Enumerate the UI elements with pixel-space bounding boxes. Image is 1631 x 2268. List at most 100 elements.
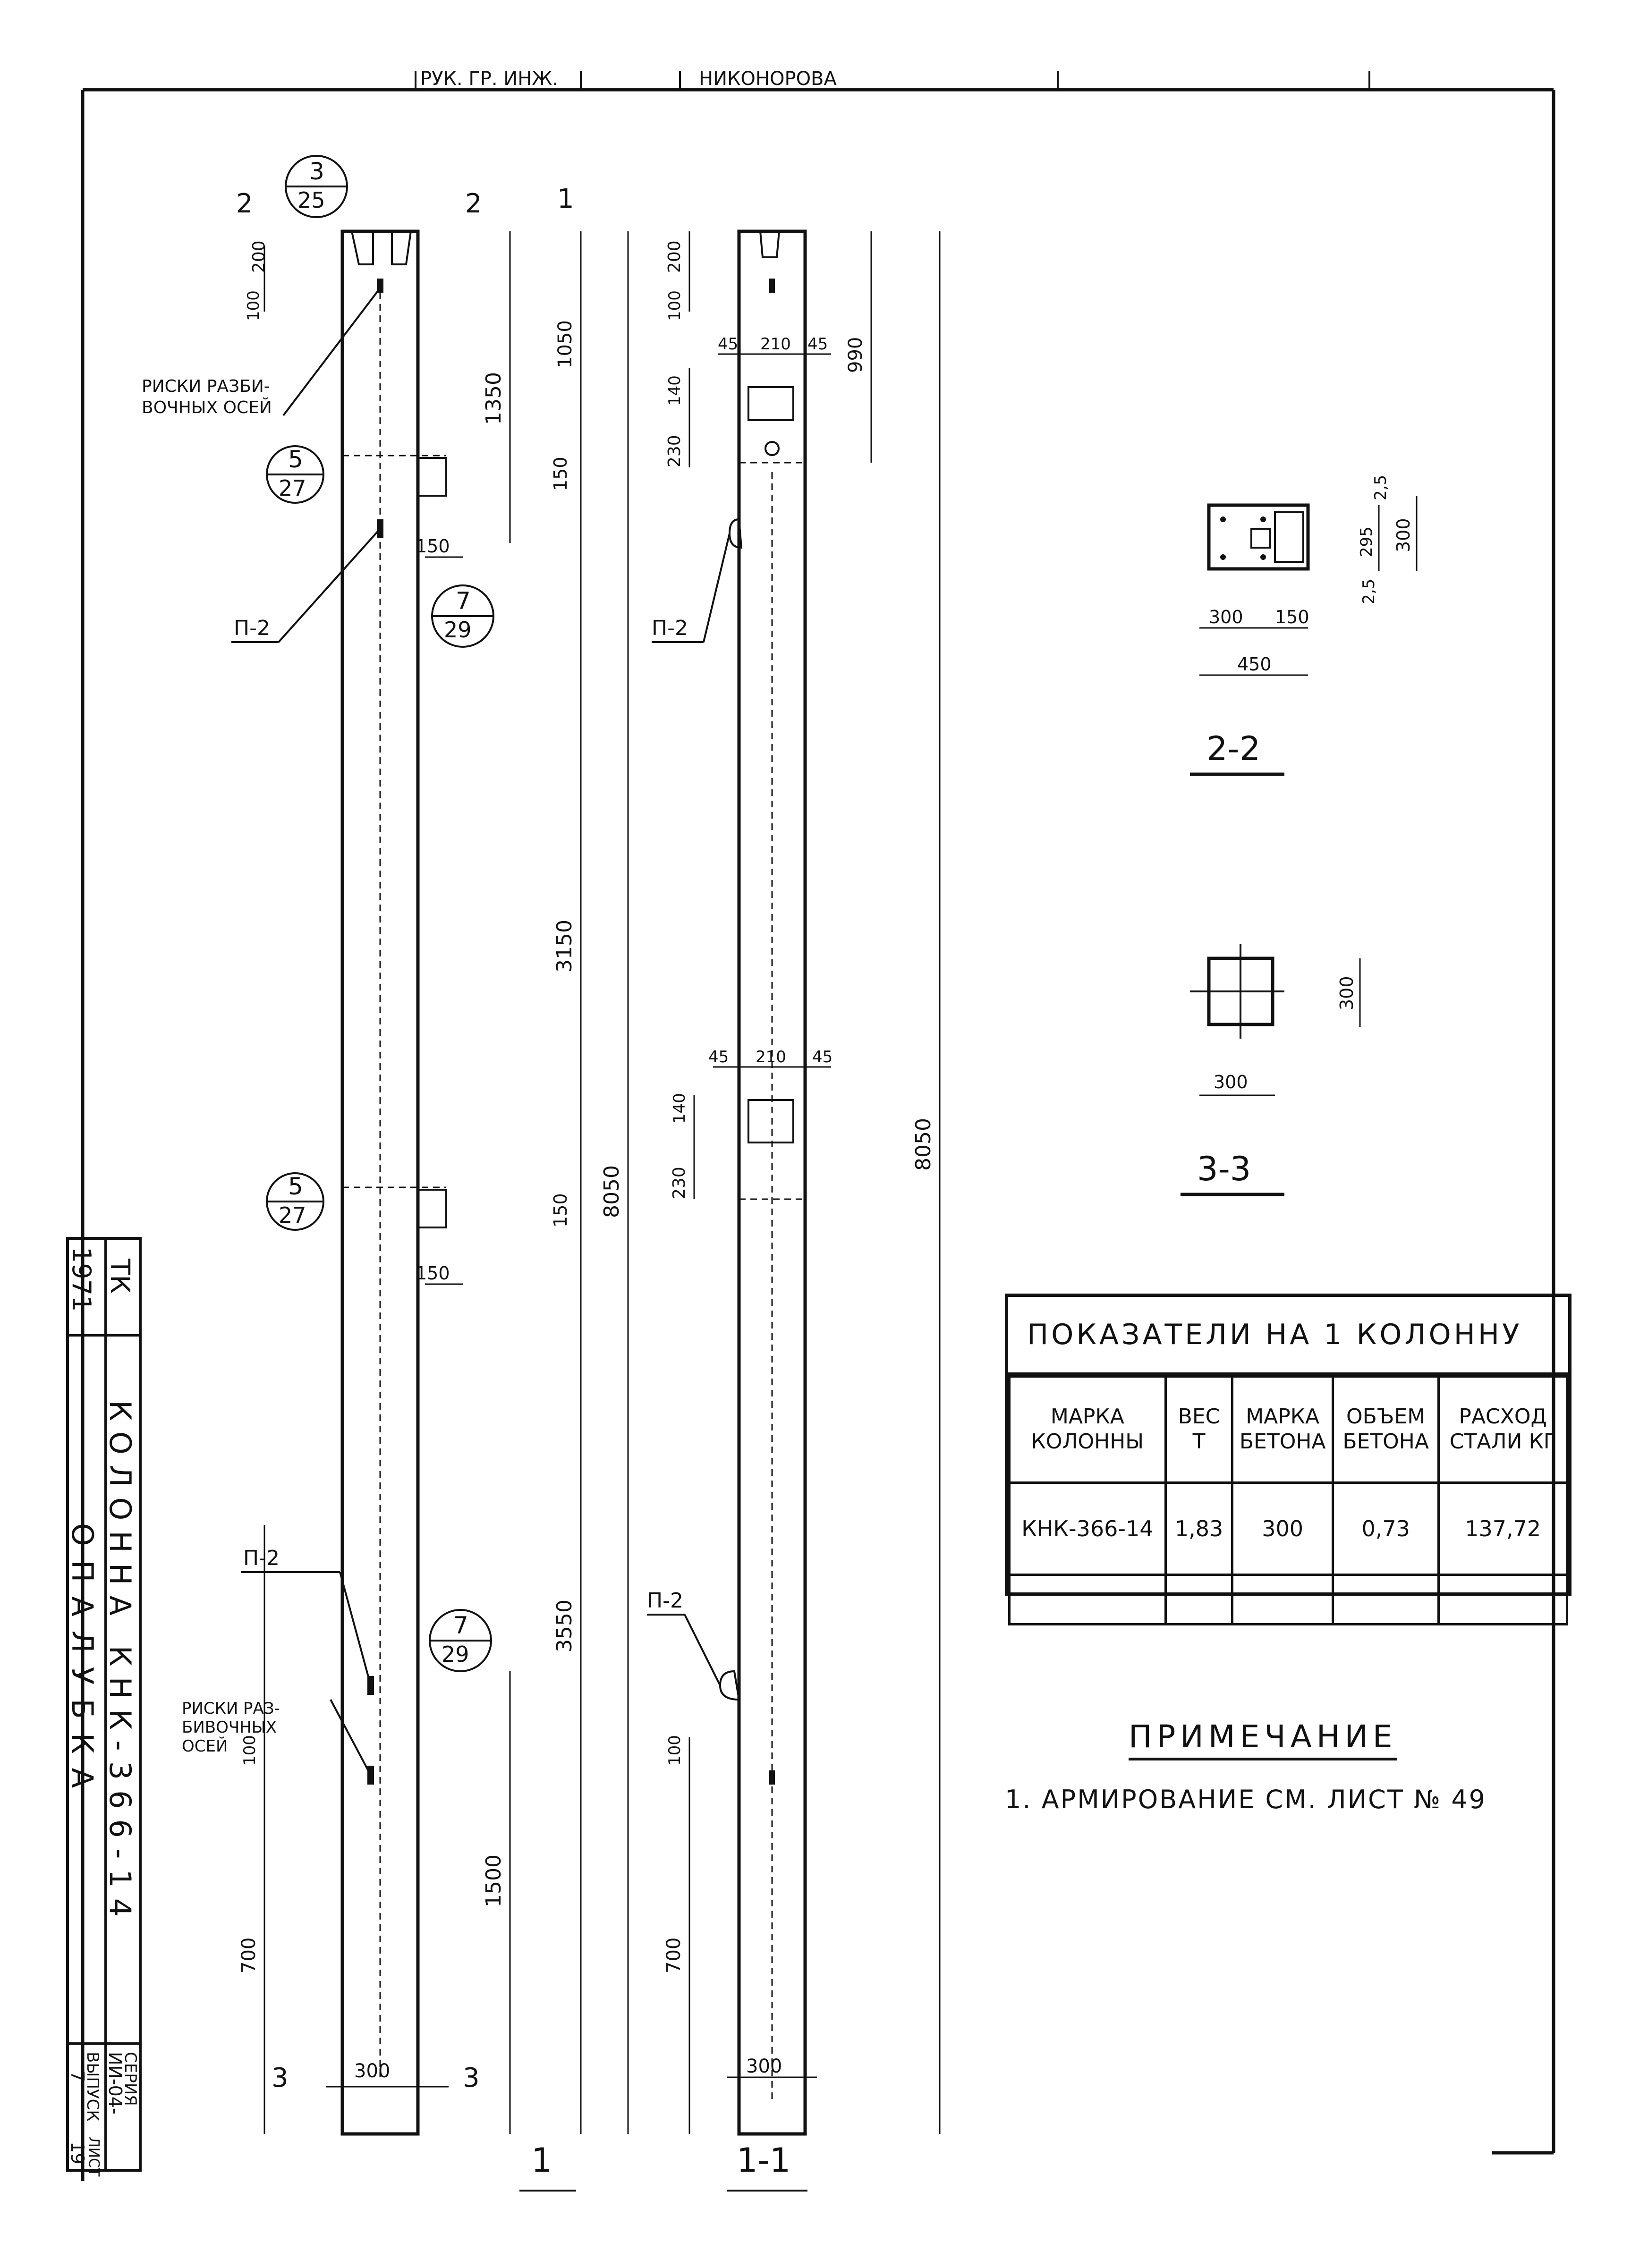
title-block: 1971 ТК КОЛОННА КНК-366-14 ОПАЛУБКА СЕРИ… (65, 1237, 142, 2176)
dim-right-100: 100 (665, 290, 684, 321)
dim-right-300: 300 (746, 2056, 782, 2077)
table-header-steel: РАСХОД СТАЛИ КГ (1437, 1375, 1568, 1484)
dim-right-8050: 8050 (911, 1118, 935, 1171)
dim-left-1500: 1500 (482, 1854, 506, 1907)
dim-right-45-a: 45 (718, 335, 738, 354)
embed-plate-bottom (748, 1099, 794, 1143)
label-p2-right-2: П-2 (647, 1589, 683, 1613)
label-risks-bottom-3: ОСЕЙ (182, 1736, 228, 1756)
label-risks-bottom-2: БИВОЧНЫХ (182, 1718, 277, 1737)
callout-3-den: 29 (444, 617, 472, 643)
view-label-1-1: 1-1 (737, 2141, 790, 2180)
callout-4-num: 5 (288, 1173, 303, 1200)
note-title: ПРИМЕЧАНИЕ (1129, 1718, 1397, 1760)
callout-5-den: 29 (442, 1642, 469, 1667)
dim-left-1350: 1350 (482, 372, 506, 425)
label-p2-left-2: П-2 (243, 1546, 280, 1570)
label-p2-right-1: П-2 (652, 616, 688, 640)
dim-33-300-v: 300 (1336, 976, 1357, 1010)
section-3-3 (1190, 944, 1361, 1096)
table-cell-concrete-volume: 0,73 (1331, 1481, 1440, 1576)
dim-left-150-d: 150 (416, 1263, 450, 1284)
label-risks-top-2: ВОЧНЫХ ОСЕЙ (142, 398, 272, 417)
header-signature-name: НИКОНОРОВА (699, 68, 837, 90)
column-top-fork-right (759, 231, 780, 258)
dim-22-2-5-a: 2,5 (1371, 475, 1390, 500)
stamp-sheet-value: 19 (67, 2141, 88, 2165)
callout-1-den: 25 (297, 187, 325, 213)
dim-left-200: 200 (249, 240, 269, 273)
stamp-name-line2: ОПАЛУБКА (65, 1523, 100, 1803)
dim-left-150-c: 150 (550, 1193, 571, 1227)
callout-1-num: 3 (309, 158, 324, 185)
dim-22-150: 150 (1275, 607, 1309, 627)
dim-right-990: 990 (845, 337, 866, 373)
callout-4-den: 27 (279, 1202, 306, 1228)
dim-left-3150: 3150 (552, 920, 577, 973)
indicators-table: ПОКАЗАТЕЛИ НА 1 КОЛОННУ МАРКА КОЛОННЫ ВЕ… (1005, 1294, 1572, 1625)
dim-right-210-a: 210 (760, 335, 791, 354)
dim-left-1050: 1050 (554, 320, 576, 368)
sheet-frame (81, 71, 1555, 2181)
callout-3-num: 7 (456, 587, 471, 615)
dim-22-295: 295 (1357, 526, 1376, 557)
callout-5-num: 7 (453, 1612, 468, 1639)
table-cell-mark: КНК-366-14 (1008, 1481, 1167, 1576)
dim-right-210-b: 210 (756, 1048, 786, 1066)
dim-right-230-a: 230 (665, 435, 684, 467)
dim-22-300-v: 300 (1393, 518, 1414, 552)
label-risks-top-1: РИСКИ РАЗБИ- (142, 377, 270, 396)
table-header-mark: МАРКА КОЛОННЫ (1008, 1375, 1167, 1484)
table-header-concrete-grade: МАРКА БЕТОНА (1231, 1375, 1334, 1484)
section-mark-2-right: 2 (465, 188, 482, 219)
dim-right-200: 200 (665, 240, 684, 273)
section-mark-2-left: 2 (236, 188, 253, 219)
section-2-2-label: 2-2 (1206, 729, 1260, 768)
dim-left-100-b: 100 (240, 1735, 259, 1766)
label-risks-bottom-1: РИСКИ РАЗ- (182, 1699, 280, 1718)
table-header-concrete-volume: ОБЪЕМ БЕТОНА (1331, 1375, 1440, 1484)
dim-left-8050: 8050 (600, 1165, 624, 1218)
section-2-2 (1199, 496, 1418, 676)
dim-22-450: 450 (1237, 654, 1272, 675)
table-title: ПОКАЗАТЕЛИ НА 1 КОЛОННУ (1008, 1297, 1568, 1375)
section-mark-3-left: 3 (272, 2063, 289, 2093)
console-top (417, 457, 447, 497)
column-shaft-right (737, 229, 807, 2136)
section-mark-3-right: 3 (463, 2063, 480, 2093)
console-bottom (417, 1189, 447, 1228)
dim-right-230-b: 230 (670, 1167, 689, 1199)
embed-plate-top (748, 386, 794, 421)
elevation-left (231, 229, 447, 2136)
dim-left-150-a: 150 (550, 457, 571, 491)
column-top-fork (351, 231, 412, 265)
section-3-3-label: 3-3 (1197, 1150, 1251, 1188)
label-p2-left-1: П-2 (234, 616, 270, 640)
dim-right-45-c: 45 (708, 1048, 729, 1066)
table-cell-concrete-grade: 300 (1231, 1481, 1334, 1576)
table-header-weight: ВЕС Т (1164, 1375, 1234, 1484)
dim-33-300-h: 300 (1214, 1072, 1248, 1092)
dimensions-right (688, 231, 941, 2134)
dim-22-2-5-b: 2,5 (1359, 579, 1378, 604)
dim-right-700: 700 (663, 1938, 685, 1973)
stamp-tk: ТК (104, 1259, 135, 1294)
dim-left-700: 700 (238, 1938, 260, 1973)
stamp-issue-label: ВЫПУСК (83, 2052, 102, 2122)
stamp-sheet-label: ЛИСТ (85, 2137, 102, 2177)
dim-22-300-h: 300 (1209, 607, 1243, 627)
callout-2-num: 5 (288, 446, 303, 473)
dim-left-150-b: 150 (416, 536, 450, 557)
dim-left-100: 100 (244, 290, 263, 321)
dim-left-300: 300 (354, 2060, 390, 2082)
view-label-1: 1 (531, 2141, 552, 2180)
dim-left-3550: 3550 (552, 1599, 577, 1652)
header-text: РУК. ГР. ИНЖ. (420, 68, 558, 90)
callouts (266, 155, 494, 1672)
note-text: 1. АРМИРОВАНИЕ СМ. ЛИСТ № 49 (1005, 1785, 1487, 1814)
dimensions-left (263, 231, 629, 2134)
elevation-right (647, 229, 807, 2136)
section-mark-1-top: 1 (557, 184, 574, 214)
dim-right-45-b: 45 (807, 335, 828, 354)
